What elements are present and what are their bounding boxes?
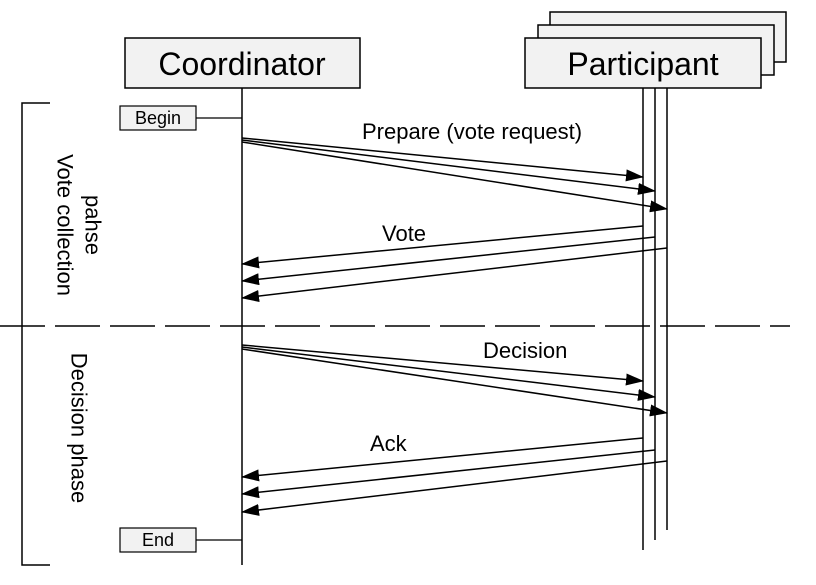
phase-bracket <box>21 102 50 566</box>
decision-phase-label: Decision phase <box>67 353 92 503</box>
begin-label: Begin <box>135 108 181 128</box>
prepare-arrow-2 <box>241 139 656 195</box>
vote-arrow-2 <box>241 236 656 286</box>
begin-marker: Begin <box>119 105 242 131</box>
decision-arrow-1 <box>241 344 644 386</box>
coordinator-box: Coordinator <box>124 37 361 89</box>
participant-label: Participant <box>567 46 718 82</box>
end-label: End <box>142 530 174 550</box>
decision-phase-label-text: Decision phase <box>67 353 92 503</box>
ack-arrow-1 <box>241 437 644 482</box>
prepare-label: Prepare (vote request) <box>362 119 582 144</box>
decision-arrow-2 <box>241 346 656 401</box>
prepare-arrow-3 <box>241 141 668 213</box>
vote-label: Vote <box>382 221 426 246</box>
vote-phase-label-line2: pahse <box>81 195 106 255</box>
ack-messages: Ack <box>241 431 668 516</box>
prepare-messages: Prepare (vote request) <box>241 119 668 213</box>
ack-arrow-2 <box>241 449 656 499</box>
prepare-arrow-1 <box>241 137 644 182</box>
vote-messages: Vote <box>241 221 668 302</box>
decision-label: Decision <box>483 338 567 363</box>
participant-box-front <box>524 37 762 89</box>
vote-arrow-3 <box>241 247 668 302</box>
end-marker: End <box>119 527 242 553</box>
ack-label: Ack <box>370 431 408 456</box>
coordinator-label: Coordinator <box>158 46 326 82</box>
vote-phase-label-line1: Vote collection <box>53 154 78 296</box>
vote-arrow-1 <box>241 225 644 269</box>
participant-box-stack: Participant <box>524 11 787 89</box>
decision-arrow-3 <box>241 348 668 417</box>
decision-messages: Decision <box>241 338 668 417</box>
ack-arrow-3 <box>241 460 668 516</box>
vote-phase-label: Vote collection pahse <box>53 154 106 296</box>
